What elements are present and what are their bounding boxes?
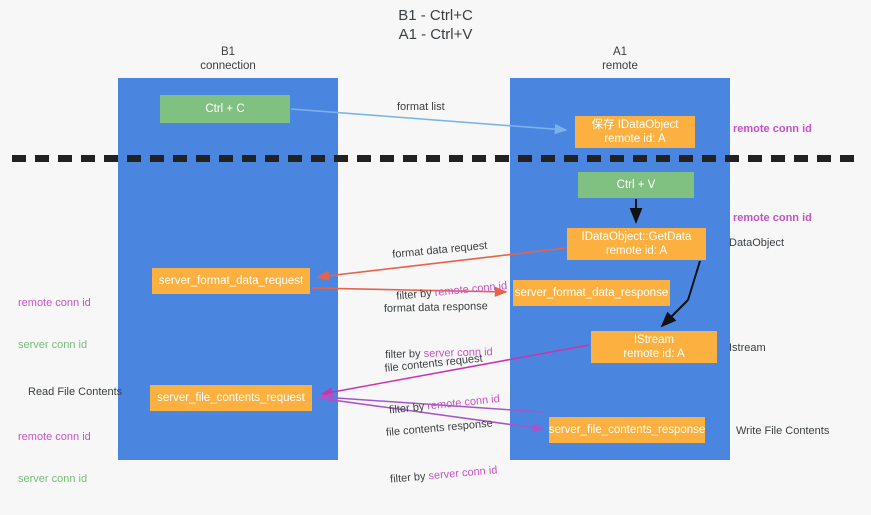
node-idataobject-getdata-line2: remote id: A xyxy=(605,245,668,257)
column-header-b1-sub: connection xyxy=(200,59,256,72)
node-server-file-contents-response-label: server_file_contents_response xyxy=(548,424,706,436)
node-server-file-contents-response[interactable]: server_file_contents_response xyxy=(549,417,705,443)
annotation-read-file-contents: Read File Contents xyxy=(28,386,123,398)
node-server-format-data-request[interactable]: server_format_data_request xyxy=(152,268,310,294)
node-istream-line1: IStream xyxy=(633,334,675,346)
annotation-remote-conn-id-mid: remote conn id xyxy=(733,212,812,224)
label-file-contents-request: file contents request xyxy=(384,352,484,375)
label-format-list: format list xyxy=(397,101,445,113)
annotation-left-server-conn-id-mid: server conn id xyxy=(18,339,88,351)
node-save-idataobject-line1: 保存 IDataObject xyxy=(591,119,679,131)
node-server-format-data-request-label: server_format_data_request xyxy=(158,275,304,287)
annotation-left-remote-conn-id-mid: remote conn id xyxy=(18,297,91,309)
node-server-file-contents-request-label: server_file_contents_request xyxy=(157,392,305,404)
node-ctrl-v[interactable]: Ctrl + V xyxy=(578,172,694,198)
node-idataobject-getdata-line1: IDataObject::GetData xyxy=(581,231,692,243)
column-header-a1-name: A1 xyxy=(612,46,628,58)
label-file-contents-response: file contents response xyxy=(385,417,494,439)
node-istream-line2: remote id: A xyxy=(623,348,685,360)
annotation-dataobject: DataObject xyxy=(729,237,785,249)
label-group-file-contents-response: file contents response filter by server … xyxy=(383,389,500,515)
node-istream[interactable]: IStream remote id: A xyxy=(591,331,717,363)
annotation-write-file-contents: Write File Contents xyxy=(736,425,830,437)
page-title: B1 - Ctrl+C A1 - Ctrl+V xyxy=(0,6,871,44)
annotation-istream: Istream xyxy=(729,342,766,354)
node-save-idataobject[interactable]: 保存 IDataObject remote id: A xyxy=(575,116,695,148)
node-ctrl-v-label: Ctrl + V xyxy=(616,179,656,191)
node-server-format-data-response-label: server_format_data_response xyxy=(514,287,669,299)
annotation-remote-conn-id-top: remote conn id xyxy=(733,123,812,135)
wire-format-response-to-istream xyxy=(660,299,689,328)
filter-key-server-conn-id: server conn id xyxy=(427,464,498,483)
column-header-a1-sub: remote xyxy=(602,59,638,72)
annotation-left-conn-ids-bottom: remote conn id server conn id xyxy=(18,402,91,514)
label-format-data-request: format data request xyxy=(391,239,488,261)
wire-format-list xyxy=(290,108,568,135)
page-title-line2: A1 - Ctrl+V xyxy=(398,26,473,43)
annotation-left-remote-conn-id-bottom: remote conn id xyxy=(18,431,91,443)
annotation-left-server-conn-id-bottom: server conn id xyxy=(18,473,88,485)
wire-file-contents-response-back xyxy=(320,392,544,413)
node-ctrl-c-label: Ctrl + C xyxy=(205,103,245,115)
node-server-format-data-response[interactable]: server_format_data_response xyxy=(513,280,670,306)
filter-prefix: filter by xyxy=(389,470,430,486)
label-format-data-response: format data response xyxy=(383,300,488,315)
wire-file-contents-request xyxy=(320,344,590,397)
connector-layer xyxy=(290,108,701,433)
node-save-idataobject-line2: remote id: A xyxy=(604,133,666,145)
wire-format-data-request xyxy=(316,247,567,281)
annotation-left-conn-ids-mid: remote conn id server conn id xyxy=(18,268,91,380)
wire-file-contents-response xyxy=(317,397,545,433)
phase-divider xyxy=(12,155,862,162)
column-header-b1-name: B1 xyxy=(220,46,236,58)
wire-getdata-to-format-response xyxy=(687,260,701,301)
wire-format-data-response xyxy=(311,286,508,297)
node-ctrl-c[interactable]: Ctrl + C xyxy=(160,95,290,123)
node-server-file-contents-request[interactable]: server_file_contents_request xyxy=(150,385,312,411)
page-title-line1: B1 - Ctrl+C xyxy=(398,7,473,24)
